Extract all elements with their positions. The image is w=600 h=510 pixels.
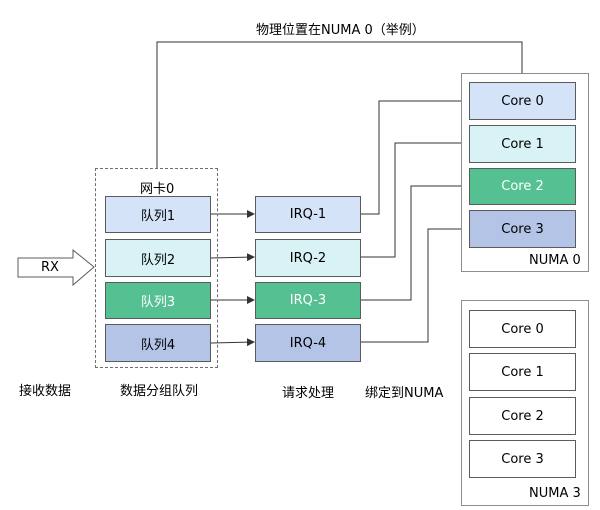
arrow-irq4-core3: [361, 225, 469, 343]
arrow-irq2-core1: [361, 139, 469, 258]
stage-label-bind: 绑定到NUMA: [365, 386, 444, 401]
nic-label: 网卡0: [140, 182, 175, 197]
numa3-core-0: Core 0: [469, 310, 576, 348]
numa3-core-3: Core 3: [469, 440, 576, 478]
numa0-core-3: Core 3: [469, 210, 576, 248]
irq-2: IRQ-2: [255, 239, 361, 277]
irq-4: IRQ-4: [255, 324, 361, 362]
numa0-core-1: Core 1: [469, 125, 576, 163]
numa3-core-2: Core 2: [469, 397, 576, 435]
arrow-irq1-core0: [361, 97, 469, 215]
rx-arrow-shape: [17, 248, 95, 287]
irq-3: IRQ-3: [255, 282, 361, 319]
physical-location-label: 物理位置在NUMA 0（举例）: [256, 23, 425, 38]
stage-label-receive: 接收数据: [19, 384, 72, 399]
arrow-irq3-core2: [361, 182, 469, 301]
numa0-core-0: Core 0: [469, 82, 576, 120]
numa0-core-2: Core 2: [469, 168, 576, 205]
physical-location-line: [156, 41, 523, 168]
queue-2: 队列2: [105, 239, 211, 277]
nic-container: [95, 168, 218, 368]
numa3-label: NUMA 3: [529, 486, 581, 501]
queue-3: 队列3: [105, 282, 211, 319]
numa0-label: NUMA 0: [529, 253, 581, 268]
rx-label: RX: [41, 260, 59, 275]
queue-4: 队列4: [105, 324, 211, 362]
stage-label-group: 数据分组队列: [120, 384, 199, 399]
queue-1: 队列1: [105, 196, 211, 233]
stage-label-process: 请求处理: [282, 386, 335, 401]
irq-1: IRQ-1: [255, 196, 361, 233]
numa3-core-1: Core 1: [469, 353, 576, 391]
arrow-queue4-irq4: [210, 338, 255, 347]
arrow-queue2-irq2: [210, 253, 255, 262]
